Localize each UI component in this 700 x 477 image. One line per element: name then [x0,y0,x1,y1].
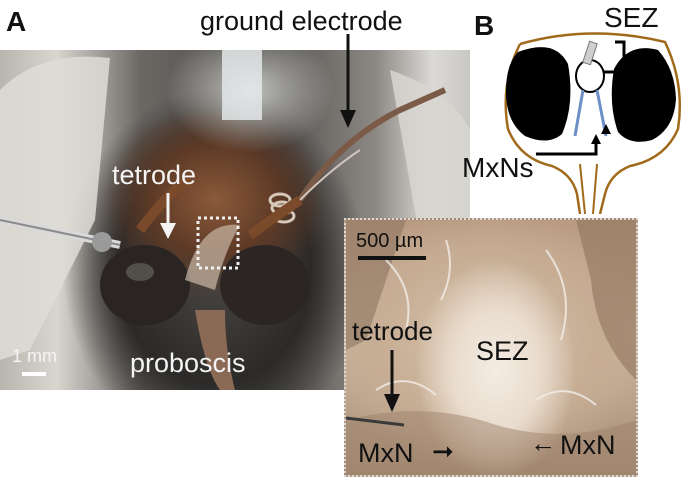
mxns-arrowhead-left [591,134,601,144]
tetrode-schematic [582,40,598,66]
inset-tetrode-label: tetrode [352,316,433,346]
panel-b-letter: B [474,10,495,41]
ground-electrode-arrow [340,34,356,128]
scale-bar-500um-label: 500 µm [356,230,424,252]
panel-b-sez-label: SEZ [604,2,659,33]
panel-b-mxns-label: MxNs [462,152,534,183]
tetrode-label: tetrode [112,160,197,190]
inset-mxn-right-label: MxN [560,430,616,460]
panel-a-letter: A [6,6,27,37]
inset-sez-label: SEZ [476,336,529,366]
tetrode-arrow [160,193,176,239]
inset-mxn-right-arrow: ← [530,428,556,458]
sez-pointer [604,40,626,74]
scale-bar-1mm-label: 1 mm [12,346,57,366]
head-outline-right [519,32,682,214]
inset-mxn-left-arrow: ➞ [432,436,454,466]
proboscis-label: proboscis [130,348,246,378]
mxns-pointer [536,142,598,156]
inset-mxn-left-label: MxN [358,438,414,468]
left-mxn-nerve [573,89,585,137]
proboscis-outline [579,163,598,214]
mxns-arrowhead-right [601,124,611,134]
moth-head-schematic [504,32,682,214]
inset-illustration [346,220,636,475]
left-eye-shape [506,47,571,141]
right-eye-shape [611,48,676,142]
inset-photo [344,218,638,477]
inset-tetrode-arrow [384,350,400,412]
ground-electrode-label: ground electrode [200,6,403,36]
